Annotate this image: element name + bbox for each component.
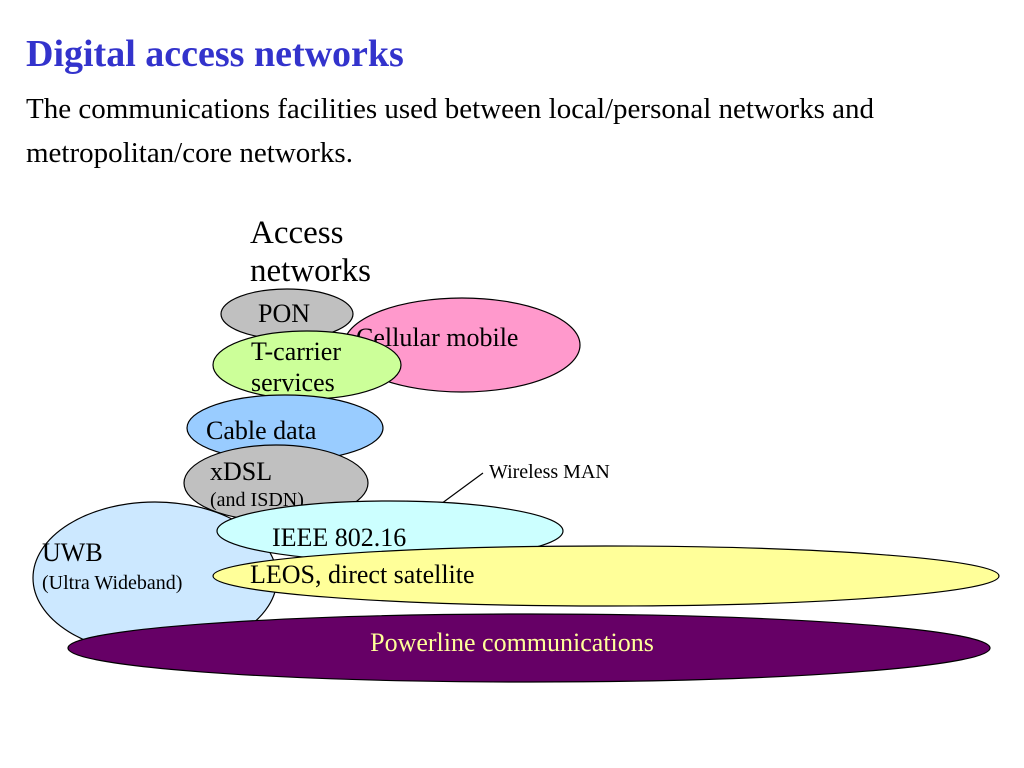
tcarrier-label-line2: services xyxy=(251,368,335,397)
access-networks-heading-line2: networks xyxy=(250,253,371,289)
slide-title: Digital access networks xyxy=(26,33,404,75)
access-networks-heading-line1: Access xyxy=(250,215,343,251)
xdsl-note: (and ISDN) xyxy=(210,489,304,511)
pon-label: PON xyxy=(258,299,310,328)
ieee-80216-label: IEEE 802.16 xyxy=(272,523,406,552)
wireless-man-label: Wireless MAN xyxy=(489,461,610,483)
tcarrier-label-line1: T-carrier xyxy=(251,337,341,366)
cable-data-label: Cable data xyxy=(206,416,317,445)
slide-subtitle: The communications facilities used betwe… xyxy=(26,93,874,169)
leos-ellipse xyxy=(212,545,1000,607)
uwb-note: (Ultra Wideband) xyxy=(42,572,182,594)
uwb-label: UWB xyxy=(42,538,103,567)
powerline-ellipse xyxy=(67,613,991,683)
xdsl-label: xDSL xyxy=(210,457,272,486)
powerline-label: Powerline communications xyxy=(370,628,654,657)
leos-label: LEOS, direct satellite xyxy=(250,560,475,589)
